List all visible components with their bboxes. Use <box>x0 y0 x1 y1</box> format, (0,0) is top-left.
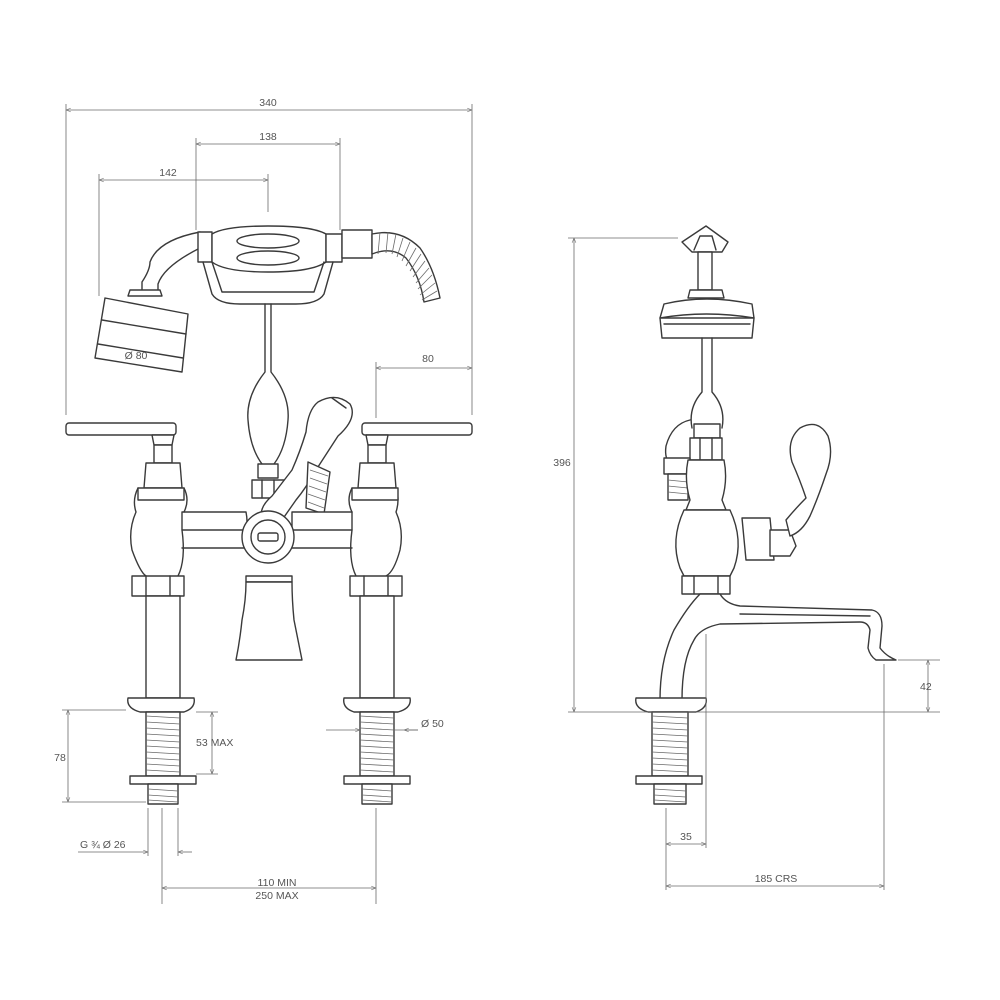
left-valve <box>65 422 185 597</box>
side-shank <box>635 697 707 805</box>
side-view: 396 42 35 185 CRS <box>553 225 940 890</box>
dim-centres: 110 MIN 250 MAX <box>161 808 377 904</box>
bridge-body <box>129 487 403 577</box>
dim-spout-reach: 185 CRS <box>666 664 885 890</box>
side-lever <box>741 423 832 561</box>
dim-hose-span-label: 138 <box>259 131 277 143</box>
dim-overall-width: 340 <box>65 97 473 415</box>
dim-handle-offset-label: 80 <box>422 353 434 365</box>
dim-shank-thread-label: 53 MAX <box>196 737 233 749</box>
dim-overall-height: 396 <box>553 237 940 713</box>
dim-shower-head-dia: Ø 80 <box>125 350 148 362</box>
dim-handset-offset-label: 142 <box>159 167 177 179</box>
side-body <box>675 459 739 595</box>
dim-shank-offset-label: 35 <box>680 831 692 843</box>
riser-body <box>247 303 289 499</box>
shower-head <box>94 231 201 373</box>
side-cradle <box>681 225 729 291</box>
hose <box>371 231 441 303</box>
dim-overall-height-label: 396 <box>553 457 571 469</box>
handset <box>197 225 373 305</box>
dim-spout-reach-label: 185 CRS <box>755 873 798 885</box>
dim-handset-offset: 142 <box>98 167 269 296</box>
dim-thread-spec-label: G ¾ Ø 26 <box>80 839 126 851</box>
right-shank <box>343 595 411 805</box>
side-shower-head <box>659 289 755 339</box>
dim-centres-min-label: 110 MIN <box>258 877 297 889</box>
dim-spout-height-label: 42 <box>920 681 932 693</box>
diverter-knob <box>241 510 295 583</box>
side-riser <box>663 337 724 501</box>
front-view: 340 138 142 Ø 80 80 <box>54 97 473 904</box>
dim-shank-dia-label: Ø 50 <box>421 718 444 730</box>
dim-thread-spec: G ¾ Ø 26 <box>78 808 192 856</box>
dim-shank-length: 78 <box>54 709 146 803</box>
dim-shower-head-dia-label: Ø 80 <box>125 350 148 362</box>
dim-hose-span: 138 <box>195 131 341 230</box>
right-valve <box>349 422 473 597</box>
diverter-lever <box>260 396 353 526</box>
dim-shank-thread: 53 MAX <box>196 711 233 775</box>
left-shank <box>127 595 197 805</box>
front-spout <box>235 581 303 661</box>
dim-spout-height: 42 <box>898 659 940 712</box>
dim-centres-max-label: 250 MAX <box>255 890 298 902</box>
dim-shank-length-label: 78 <box>54 752 66 764</box>
side-spout <box>659 593 897 701</box>
dim-overall-width-label: 340 <box>259 97 277 109</box>
dim-shank-dia: Ø 50 <box>326 718 444 730</box>
dim-handle-offset: 80 <box>375 353 472 418</box>
dim-shank-offset: 35 <box>665 634 707 890</box>
